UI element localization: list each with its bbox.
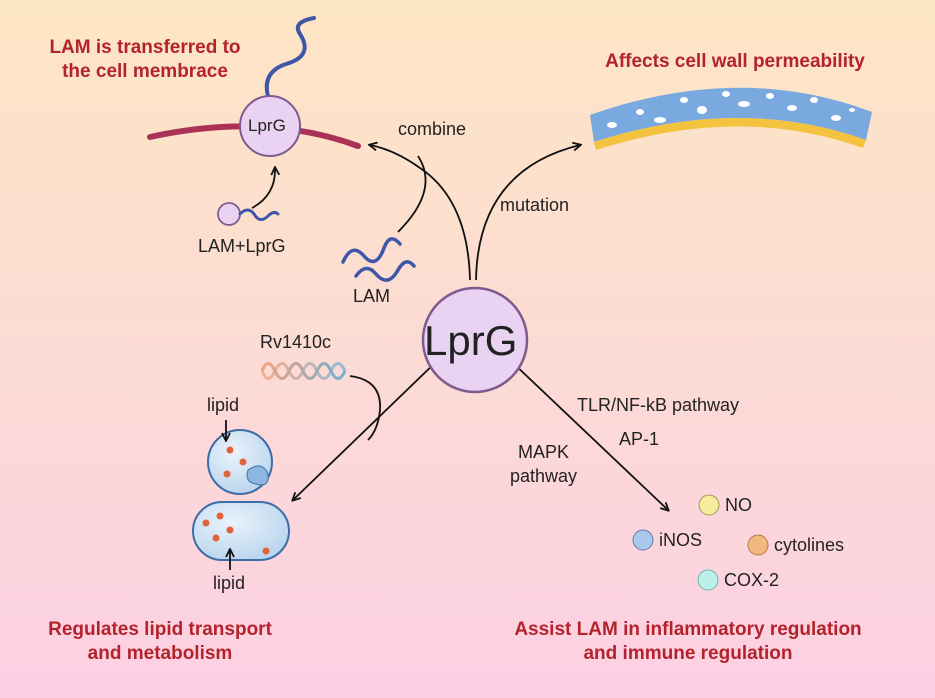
product-no-label: NO [725, 495, 752, 515]
rv1410c-join-line [349, 375, 381, 441]
heading-immune-regulation: Assist LAM in inflammatory regulation an… [478, 618, 898, 666]
rv1410c-label: Rv1410c [260, 332, 332, 352]
lipid-droplets [202, 446, 270, 555]
mapk-line1: MAPK [518, 442, 570, 462]
lam-strand-bound [264, 16, 316, 98]
cox2-dot [697, 569, 719, 591]
round-cell-nucleus [246, 465, 269, 486]
combine-arrow [370, 145, 471, 281]
combine-label: combine [398, 119, 467, 139]
cytolines-dot [747, 534, 769, 556]
center-lprg-circle [421, 286, 529, 394]
cell-wall-outer-layer [594, 117, 866, 150]
no-dot [698, 494, 720, 516]
lam-lprg-label: LAM+LprG [198, 236, 286, 256]
cell-wall-pores [607, 91, 855, 128]
membrane-lprg-circle [239, 95, 301, 157]
lam-lprg-complex-circle [217, 202, 241, 226]
tlr-pathway-label: TLR/NF-kB pathway [577, 395, 740, 415]
heading-lam-transfer-line2: the cell membrace [62, 61, 228, 82]
product-inos-label: iNOS [659, 530, 703, 550]
ap1-label: AP-1 [619, 429, 660, 449]
lam-lprg-complex-strand [238, 208, 280, 221]
arrow-to-membrane [251, 168, 275, 209]
lam-join-line [397, 155, 427, 233]
lipid-regulation-arrow [293, 359, 439, 500]
mapk-line2: pathway [510, 466, 578, 486]
heading-cell-wall: Affects cell wall permeability [605, 51, 865, 72]
heading-lipid-line1: Regulates lipid transport [48, 619, 272, 640]
membrane-lprg-label: LprG [248, 116, 286, 135]
mapk-pathway-label: MAPK pathway [510, 440, 577, 488]
inflammation-arrow [511, 361, 668, 510]
heading-immune-line1: Assist LAM in inflammatory regulation [514, 619, 862, 640]
product-cox2-label: COX-2 [724, 570, 780, 590]
lam-label: LAM [353, 286, 391, 306]
rod-cell [192, 501, 290, 561]
lipid-label-top: lipid [207, 395, 240, 415]
inos-dot [632, 529, 654, 551]
rv1410c-helix-b [260, 362, 347, 380]
product-cytolines-label: cytolines [774, 535, 845, 555]
heading-lam-transfer-line1: LAM is transferred to [49, 37, 241, 58]
heading-immune-line2: and immune regulation [583, 643, 793, 664]
lipid-label-bottom: lipid [213, 573, 246, 593]
heading-lipid-regulation: Regulates lipid transport and metabolism [20, 618, 300, 666]
center-lprg-label: LprG [424, 317, 518, 364]
mutation-label: mutation [500, 195, 570, 215]
lam-strand-1 [341, 237, 402, 264]
cell-wall-layer [590, 87, 872, 142]
heading-lam-transfer: LAM is transferred to the cell membrace [20, 36, 270, 84]
mutation-arrow [475, 145, 580, 281]
heading-lipid-line2: and metabolism [87, 643, 233, 664]
lam-strand-2 [354, 260, 416, 282]
